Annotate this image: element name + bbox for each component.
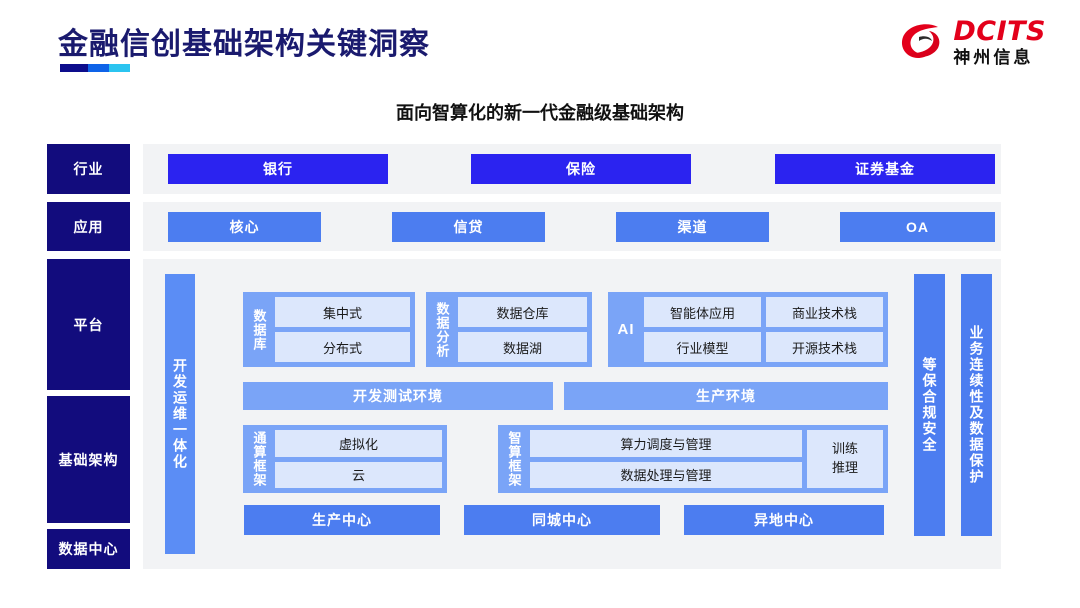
cell-data-lake[interactable]: 数据湖	[458, 332, 587, 362]
group-title-ai-compute: 智算框架	[506, 431, 522, 487]
group-title-ai: AI	[617, 321, 635, 338]
datacenter-production[interactable]: 生产中心	[244, 505, 440, 535]
page-subtitle: 面向智算化的新一代金融级基础架构	[396, 103, 684, 123]
industry-panel: 银行 保险 证券基金	[143, 144, 1001, 194]
cell-data-processing[interactable]: 数据处理与管理	[530, 461, 802, 488]
group-ai: AI 智能体应用 商业技术栈 行业模型 开源技术栈	[608, 292, 888, 367]
cell-compute-scheduling[interactable]: 算力调度与管理	[530, 430, 802, 457]
group-cells-general-compute: 虚拟化 云	[275, 430, 442, 488]
industry-item-insurance[interactable]: 保险	[471, 154, 691, 184]
logo-chinese: 神州信息	[953, 48, 1034, 67]
group-row: 虚拟化	[275, 430, 442, 457]
cell-data-warehouse[interactable]: 数据仓库	[458, 297, 587, 327]
industry-item-bank[interactable]: 银行	[168, 154, 388, 184]
cell-centralized[interactable]: 集中式	[275, 297, 410, 327]
group-row: 算力调度与管理	[530, 430, 802, 457]
environment-production[interactable]: 生产环境	[564, 382, 888, 410]
cell-distributed[interactable]: 分布式	[275, 332, 410, 362]
datacenter-remote[interactable]: 异地中心	[684, 505, 884, 535]
environment-dev-test[interactable]: 开发测试环境	[243, 382, 553, 410]
group-title-database: 数据库	[251, 308, 267, 351]
cell-industry-model[interactable]: 行业模型	[644, 332, 761, 362]
cell-opensource-stack[interactable]: 开源技术栈	[766, 332, 883, 362]
group-data-analysis: 数据分析 数据仓库 数据湖	[426, 292, 592, 367]
group-row: 智能体应用 商业技术栈	[644, 297, 883, 327]
platform-infrastructure-panel: 开发运维一体化 数据库 集中式 分布式 数据分析 数据仓库 数据湖	[143, 259, 1001, 569]
group-row: 数据湖	[458, 332, 587, 362]
inference-label: 推理	[831, 460, 858, 475]
application-item-oa[interactable]: OA	[840, 212, 995, 242]
datacenter-same-city[interactable]: 同城中心	[464, 505, 660, 535]
group-row: 集中式	[275, 297, 410, 327]
application-item-core[interactable]: 核心	[168, 212, 321, 242]
cell-training-inference[interactable]: 训练 推理	[807, 430, 883, 488]
layer-label-industry: 行业	[47, 144, 130, 194]
layer-label-application: 应用	[47, 202, 130, 251]
group-cells-database: 集中式 分布式	[275, 297, 410, 362]
training-label: 训练	[831, 441, 858, 457]
devops-vertical-bar[interactable]: 开发运维一体化	[165, 274, 195, 554]
application-item-credit[interactable]: 信贷	[392, 212, 545, 242]
group-row: 行业模型 开源技术栈	[644, 332, 883, 362]
group-cells-ai-compute: 算力调度与管理 数据处理与管理	[530, 430, 802, 488]
underline-segment-1	[60, 64, 89, 72]
logo-english: DCITS	[953, 16, 1046, 47]
vertical-bar-business-continuity[interactable]: 业务连续性及数据保护	[961, 274, 992, 536]
cell-virtualization[interactable]: 虚拟化	[275, 430, 442, 457]
group-title-general-compute: 通算框架	[251, 431, 267, 487]
industry-item-securities[interactable]: 证券基金	[775, 154, 995, 184]
layer-label-datacenter: 数据中心	[47, 529, 130, 569]
group-cells-ai: 智能体应用 商业技术栈 行业模型 开源技术栈	[644, 297, 883, 362]
group-title-data-analysis: 数据分析	[434, 301, 450, 358]
application-panel: 核心 信贷 渠道 OA	[143, 202, 1001, 251]
group-row: 云	[275, 461, 442, 488]
group-ai-compute-framework: 智算框架 算力调度与管理 数据处理与管理 训练 推理	[498, 425, 888, 493]
logo-text: DCITS 神州信息	[953, 18, 1046, 66]
underline-segment-2	[88, 64, 110, 72]
cell-commercial-stack[interactable]: 商业技术栈	[766, 297, 883, 327]
group-database: 数据库 集中式 分布式	[243, 292, 415, 367]
underline-segment-3	[109, 64, 130, 72]
title-underline	[60, 64, 130, 72]
group-row: 数据仓库	[458, 297, 587, 327]
cell-cloud[interactable]: 云	[275, 461, 442, 488]
group-row: 分布式	[275, 332, 410, 362]
cell-agent-application[interactable]: 智能体应用	[644, 297, 761, 327]
brand-logo: DCITS 神州信息	[898, 18, 1046, 66]
layer-label-infrastructure: 基础架构	[47, 396, 130, 523]
swirl-logo-icon	[898, 19, 944, 65]
group-cells-data-analysis: 数据仓库 数据湖	[458, 297, 587, 362]
page-title: 金融信创基础架构关键洞察	[58, 28, 430, 61]
group-row: 数据处理与管理	[530, 461, 802, 488]
group-general-compute-framework: 通算框架 虚拟化 云	[243, 425, 447, 493]
layer-label-platform: 平台	[47, 259, 130, 390]
application-item-channel[interactable]: 渠道	[616, 212, 769, 242]
vertical-bar-compliance-security[interactable]: 等保合规安全	[914, 274, 945, 536]
